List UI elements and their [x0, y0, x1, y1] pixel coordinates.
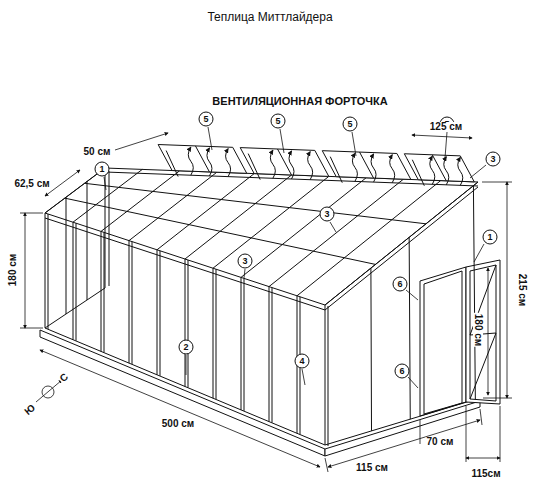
dimension-label: 115 см: [355, 463, 389, 473]
frame-stroke: [185, 259, 186, 387]
frame-stroke: [409, 237, 410, 419]
dimension-label: 115см: [470, 469, 501, 479]
frame-stroke: [160, 251, 161, 376]
frame-stroke: [132, 242, 133, 365]
frame-stroke: [322, 151, 411, 180]
frame-stroke: [269, 287, 270, 422]
dimension-label: 500 см: [161, 419, 195, 429]
callout-number: 4: [295, 354, 310, 369]
callout-number: 5: [199, 112, 214, 127]
frame-stroke: [185, 175, 292, 259]
frame-stroke: [390, 155, 395, 183]
frame-stroke: [458, 157, 463, 185]
frame-stroke: [226, 149, 231, 177]
frame-stroke: [444, 157, 449, 185]
frame-stroke: [325, 182, 478, 305]
frame-stroke: [129, 172, 217, 240]
frame-stroke: [244, 278, 245, 411]
frame-stroke: [188, 147, 193, 175]
callout-number: 3: [486, 152, 501, 167]
callout-number: 3: [238, 254, 253, 269]
frame-stroke: [76, 223, 77, 341]
frame-stroke: [241, 178, 366, 278]
callout-number: 3: [320, 207, 335, 222]
callout-number: 6: [395, 364, 410, 379]
frame-stroke: [66, 197, 67, 314]
callout-number: 5: [271, 114, 286, 129]
frame-stroke: [308, 152, 313, 180]
frame-stroke: [158, 145, 247, 174]
frame-stroke: [73, 169, 142, 222]
frame-stroke: [270, 150, 275, 178]
diagram-title: Теплица Миттлайдера: [207, 11, 332, 23]
dimension-label: 125 см: [429, 122, 463, 132]
frame-stroke: [85, 183, 426, 224]
frame-stroke: [272, 288, 273, 423]
frame-stroke: [240, 148, 329, 177]
frame-stroke: [87, 182, 88, 301]
frame-stroke: [65, 198, 376, 264]
frame-stroke: [157, 250, 158, 375]
frame-stroke: [269, 179, 403, 286]
frame-stroke: [207, 148, 212, 176]
dimension-label: 62,5 см: [13, 179, 50, 189]
frame-stroke: [213, 176, 329, 268]
frame-stroke: [370, 268, 372, 431]
callout-number: 1: [95, 162, 110, 177]
frame-stroke: [101, 171, 180, 232]
frame-stroke: [129, 241, 130, 364]
callout-number: 1: [483, 230, 498, 245]
frame-stroke: [45, 213, 46, 328]
frame-stroke: [188, 260, 189, 388]
frame-stroke: [412, 160, 424, 186]
frame-stroke: [213, 268, 214, 398]
dimension-label: 50 см: [83, 147, 112, 157]
frame-stroke: [328, 306, 329, 446]
dimension-label: 180 см: [473, 313, 483, 347]
frame-stroke: [48, 214, 49, 329]
part-label: ВЕНТИЛЯЦИОННАЯ ФОРТОЧКА: [211, 96, 388, 107]
frame-stroke: [289, 151, 294, 179]
dimension-label: 215 см: [517, 273, 527, 307]
frame-stroke: [297, 181, 441, 296]
frame-stroke: [248, 154, 260, 180]
callout-number: 2: [179, 340, 194, 355]
frame-stroke: [473, 186, 475, 400]
frame-stroke: [241, 277, 242, 410]
dimension-label: Ю: [22, 402, 38, 418]
frame-stroke: [45, 168, 105, 213]
frame-stroke: [157, 174, 254, 250]
dimension-label: 70 см: [426, 437, 455, 447]
frame-stroke: [73, 222, 74, 340]
callout-number: 6: [393, 277, 408, 292]
frame-stroke: [371, 154, 376, 182]
dimension-label: 180 см: [8, 253, 18, 287]
frame-stroke: [216, 269, 217, 399]
frame-stroke: [430, 156, 435, 184]
frame-stroke: [330, 157, 342, 183]
frame-stroke: [325, 305, 326, 445]
frame-stroke: [166, 151, 178, 177]
frame-stroke: [404, 154, 474, 182]
frame-stroke: [352, 153, 357, 181]
callout-number: 5: [343, 117, 358, 132]
frame-stroke: [101, 231, 102, 351]
frame-stroke: [104, 232, 105, 352]
